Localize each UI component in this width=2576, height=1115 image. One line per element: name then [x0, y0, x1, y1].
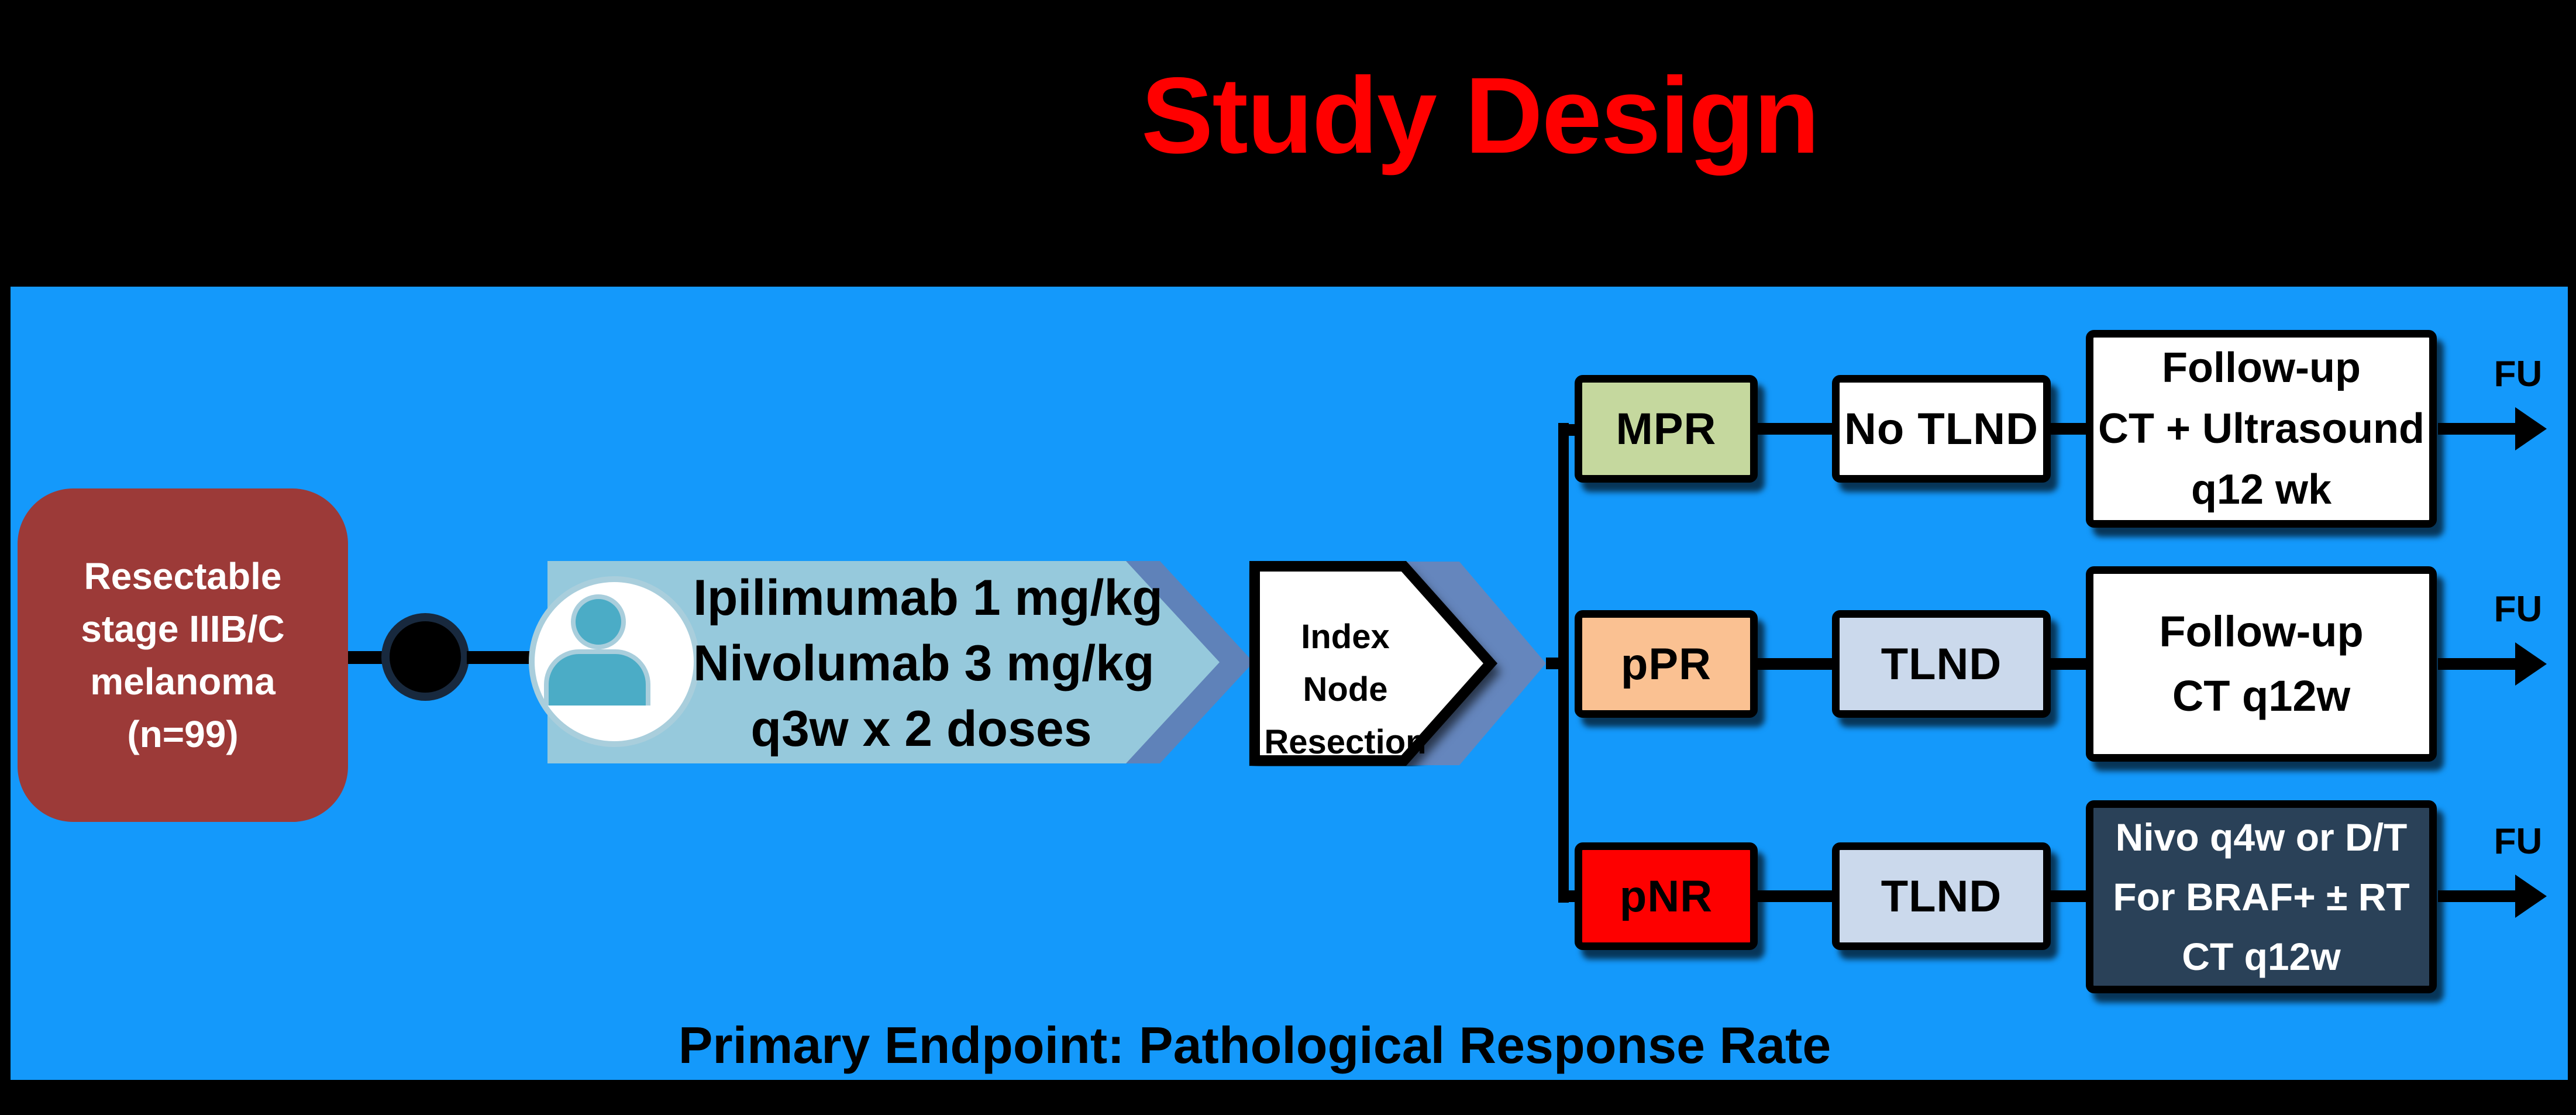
fu-label: FU	[2494, 821, 2543, 862]
cohort-line: melanoma	[90, 660, 275, 703]
surgery-box-tlnd: TLND	[1832, 610, 2051, 718]
followup-line: CT + Ultrasound	[2098, 405, 2425, 452]
connector-line	[1758, 658, 1834, 670]
treatment-line: Ipilimumab 1 mg/kg	[693, 570, 1163, 626]
fu-arrowhead-icon	[2515, 407, 2547, 450]
fu-arrowhead-icon	[2515, 642, 2547, 686]
branch-vertical-line	[1558, 423, 1569, 903]
surgery-box-no-tlnd: No TLND	[1832, 375, 2051, 483]
connector-line	[2050, 423, 2088, 435]
treatment-banner-shape	[547, 561, 1220, 763]
connector-line	[467, 651, 549, 664]
treatment-label: Ipilimumab 1 mg/kg Nivolumab 3 mg/kg q3w…	[693, 565, 1163, 762]
surgery-label: TLND	[1881, 871, 2002, 921]
flow-arrow-line	[2438, 658, 2520, 670]
outcome-label: pNR	[1619, 871, 1713, 921]
followup-line: For BRAF+ ± RT	[2113, 875, 2410, 918]
connector-line	[1758, 423, 1834, 435]
person-icon	[571, 594, 626, 649]
treatment-line: Nivolumab 3 mg/kg	[693, 635, 1155, 691]
outcome-box-mpr: MPR	[1575, 375, 1758, 483]
followup-box: Follow-up CT + Ultrasound q12 wk	[2086, 330, 2437, 528]
surgery-label: No TLND	[1844, 404, 2039, 454]
outcome-label: MPR	[1616, 404, 1717, 454]
connector-line	[2050, 658, 2088, 670]
flow-arrow-line	[2438, 423, 2520, 435]
connector-line	[1758, 890, 1834, 902]
flow-arrow-line	[2438, 890, 2520, 902]
fu-label: FU	[2494, 589, 2543, 629]
surgery-box-tlnd: TLND	[1832, 842, 2051, 950]
followup-line: q12 wk	[2191, 466, 2332, 513]
cohort-line: Resectable	[84, 555, 282, 597]
followup-line: CT q12w	[2172, 672, 2351, 720]
treatment-arrow-banner	[547, 561, 1253, 763]
cohort-line: (n=99)	[127, 713, 239, 755]
followup-box-adjuvant: Nivo q4w or D/T For BRAF+ ± RT CT q12w	[2086, 800, 2437, 993]
fu-label: FU	[2494, 354, 2543, 394]
outcome-label: pPR	[1621, 639, 1711, 689]
person-icon	[544, 649, 650, 706]
connector-line	[348, 651, 386, 664]
cohort-line: stage IIIB/C	[81, 608, 285, 650]
outcome-box-pnr: pNR	[1575, 842, 1758, 950]
resection-arrow	[1249, 561, 1546, 766]
node-circle-icon	[381, 613, 469, 701]
followup-line: Follow-up	[2159, 607, 2364, 656]
connector-line	[2050, 890, 2088, 902]
surgery-label: TLND	[1881, 639, 2002, 689]
followup-line: CT q12w	[2182, 935, 2341, 978]
resection-line: Index Node	[1301, 618, 1390, 708]
followup-box: Follow-up CT q12w	[2086, 566, 2437, 762]
primary-endpoint-text: Primary Endpoint: Pathological Response …	[678, 1016, 1831, 1074]
slide-title: Study Design	[1141, 56, 1820, 176]
followup-line: Nivo q4w or D/T	[2115, 815, 2408, 859]
fu-arrowhead-icon	[2515, 875, 2547, 918]
followup-line: Follow-up	[2162, 345, 2361, 391]
resection-label: Index Node Resection	[1258, 611, 1433, 769]
cohort-box: Resectable stage IIIB/C melanoma (n=99)	[18, 488, 348, 822]
outcome-box-ppr: pPR	[1575, 610, 1758, 718]
treatment-line: q3w x 2 doses	[750, 701, 1092, 757]
resection-line: Resection	[1264, 723, 1427, 761]
resection-box-shape	[1249, 561, 1498, 766]
